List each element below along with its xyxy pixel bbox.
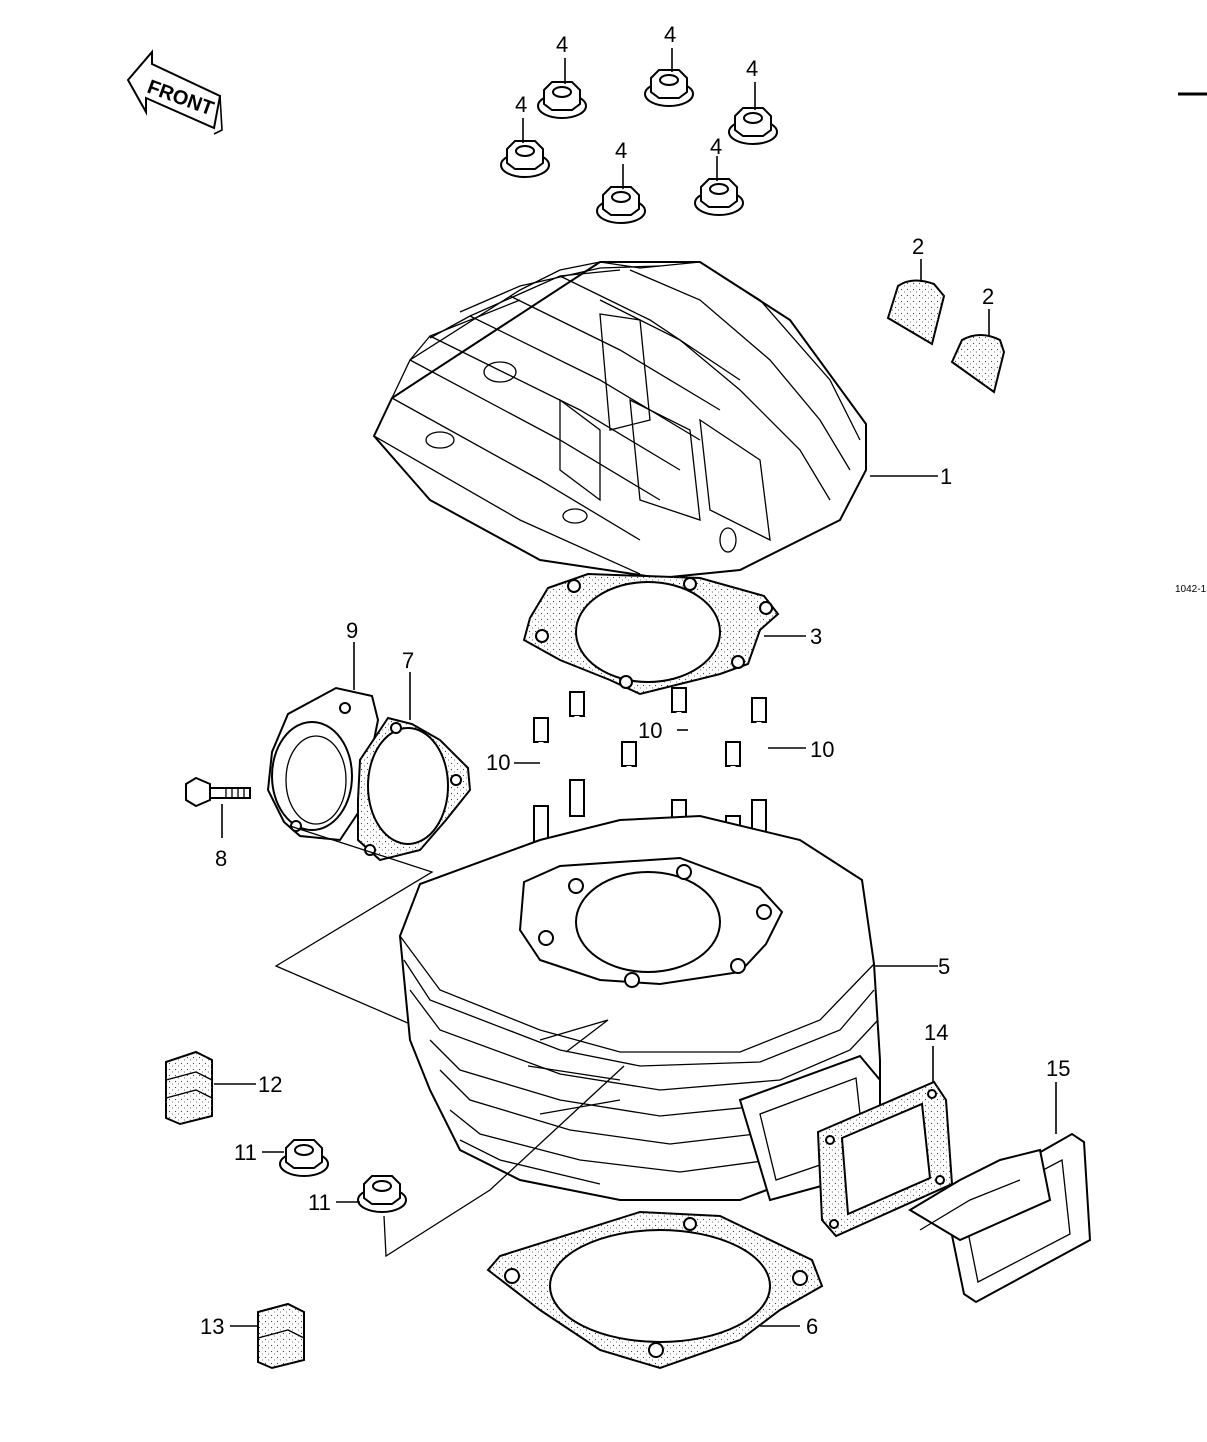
stud (751, 697, 767, 841)
callout-5: 5 (938, 954, 950, 979)
cylinder-head-nuts (500, 48, 778, 224)
reed-gasket (816, 1046, 954, 1238)
cylinder-head (372, 261, 938, 580)
callout-9: 9 (346, 618, 358, 643)
callout-4: 4 (746, 56, 758, 81)
diagram-id: 1042-1 (1175, 584, 1207, 595)
callout-11: 11 (234, 1140, 257, 1165)
damper-12 (165, 1050, 256, 1126)
spark-plug-caps (886, 259, 1006, 394)
front-arrow: FRONT (126, 49, 223, 135)
callout-6: 6 (806, 1314, 818, 1339)
intake-manifold (266, 642, 380, 842)
head-gasket (522, 572, 806, 696)
callout-labels: 4 4 4 4 4 4 2 2 1 3 9 7 10 10 10 8 5 14 … (200, 22, 1070, 1339)
callout-12: 12 (258, 1072, 282, 1097)
damper-13 (230, 1302, 305, 1370)
callout-8: 8 (215, 846, 227, 871)
callout-4: 4 (515, 92, 527, 117)
callout-13: 13 (200, 1314, 224, 1339)
callout-10: 10 (810, 737, 834, 762)
callout-4: 4 (664, 22, 676, 47)
nut-4f (694, 178, 744, 216)
callout-2: 2 (982, 284, 994, 309)
callout-15: 15 (1046, 1056, 1070, 1081)
callout-11: 11 (308, 1190, 331, 1215)
callout-4: 4 (615, 138, 627, 163)
callout-3: 3 (810, 624, 822, 649)
manifold-leader (274, 825, 434, 1031)
callout-1: 1 (940, 464, 952, 489)
callout-4: 4 (556, 32, 568, 57)
stud (533, 717, 549, 843)
nut-4b (644, 69, 694, 107)
bolt (185, 776, 251, 838)
callout-7: 7 (402, 648, 414, 673)
callout-4: 4 (710, 134, 722, 159)
stud (569, 691, 585, 817)
callout-14: 14 (924, 1020, 948, 1045)
reed-valve (908, 1082, 1092, 1304)
callout-2: 2 (912, 234, 924, 259)
nut-4d (500, 140, 550, 178)
nut-4a (537, 81, 587, 119)
nut-4c (728, 107, 778, 145)
nuts-11 (262, 1065, 625, 1258)
nut-4e (596, 186, 646, 224)
intake-gasket (357, 672, 472, 862)
base-gasket (486, 1210, 824, 1370)
callout-10: 10 (638, 718, 662, 743)
callout-10: 10 (486, 750, 510, 775)
